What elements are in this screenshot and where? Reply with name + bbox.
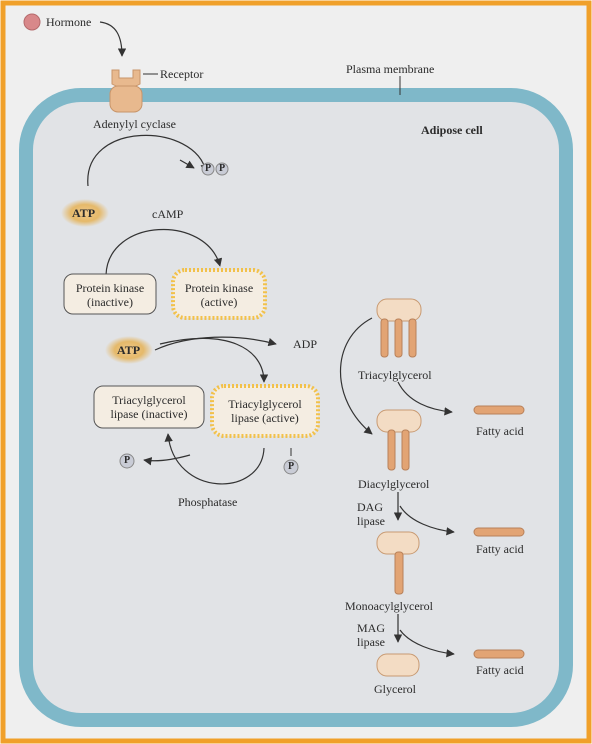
phosphate-icon-bottom [283, 459, 299, 475]
glycerol-label: Glycerol [374, 682, 416, 696]
tgl-inactive-box [93, 385, 205, 429]
pk-activation-arrow [105, 228, 223, 276]
triacylglycerol-molecule [376, 298, 422, 358]
hormone-molecule [23, 13, 41, 31]
plasma-membrane-label: Plasma membrane [346, 62, 435, 76]
pk-inactive-box [63, 273, 157, 315]
adenylyl-cyclase-shape [109, 85, 143, 113]
fa-release-arrow-1 [397, 381, 453, 416]
tgl-active-box [210, 384, 320, 438]
fatty-acid-icon-1 [473, 405, 525, 415]
receptor-label: Receptor [160, 67, 204, 81]
ppi-label-2: P [219, 163, 226, 174]
atp-label-1: ATP [72, 206, 96, 220]
atp-label-2: ATP [117, 343, 141, 357]
ppi-icon-2 [215, 162, 229, 176]
fa-release-arrow-2 [399, 505, 455, 536]
monoacylglycerol-molecule [376, 531, 420, 595]
adp-label: ADP [293, 337, 318, 351]
tgl-active-label: Triacylglycerol lipase (active) [228, 397, 302, 425]
tgl-hydrolysis-arrow [340, 317, 373, 435]
fatty-acid-label-3: Fatty acid [476, 663, 524, 677]
dag-lipase-label: DAG lipase [357, 500, 385, 528]
monoacylglycerol-label: Monoacylglycerol [345, 599, 433, 613]
phosphatase-label: Phosphatase [178, 495, 238, 509]
ppi-label-1: P [205, 163, 212, 174]
atp-glow-2 [105, 336, 153, 364]
adipose-cell-label: Adipose cell [421, 123, 483, 137]
fatty-acid-label-1: Fatty acid [476, 424, 524, 438]
adp-arrow [154, 336, 277, 351]
pk-active-box [171, 268, 267, 320]
camp-arrow [87, 134, 209, 187]
camp-label: cAMP [152, 207, 184, 221]
phosphate-icon-left [119, 453, 135, 469]
diacylglycerol-label: Diacylglycerol [358, 477, 430, 491]
atp-glow-1 [61, 199, 109, 227]
fatty-acid-label-2: Fatty acid [476, 542, 524, 556]
fa-release-arrow-3 [399, 629, 455, 658]
p-release-arrow [143, 454, 191, 466]
phosphate-label-bottom: P [288, 461, 295, 472]
diacylglycerol-molecule [376, 409, 422, 471]
phosphatase-arrow [164, 433, 265, 485]
phosphate-label-left: P [124, 455, 131, 466]
tgl-inactive-label: Triacylglycerol lipase (inactive) [110, 393, 188, 421]
pk-inactive-label: Protein kinase (inactive) [75, 281, 145, 309]
mag-lipase-label: MAG lipase [357, 621, 386, 649]
adenylyl-cyclase-label: Adenylyl cyclase [93, 117, 176, 131]
tgl-activation-arrow [159, 337, 269, 383]
pk-active-label: Protein kinase (active) [184, 281, 254, 309]
fatty-acid-icon-3 [473, 649, 525, 659]
ppi-arrow [179, 159, 195, 169]
hormone-label: Hormone [46, 15, 92, 29]
glycerol-molecule [376, 653, 420, 677]
hormone-arrow [99, 21, 127, 57]
triacylglycerol-label: Triacylglycerol [358, 368, 432, 382]
ppi-icon-1 [201, 162, 215, 176]
fatty-acid-icon-2 [473, 527, 525, 537]
